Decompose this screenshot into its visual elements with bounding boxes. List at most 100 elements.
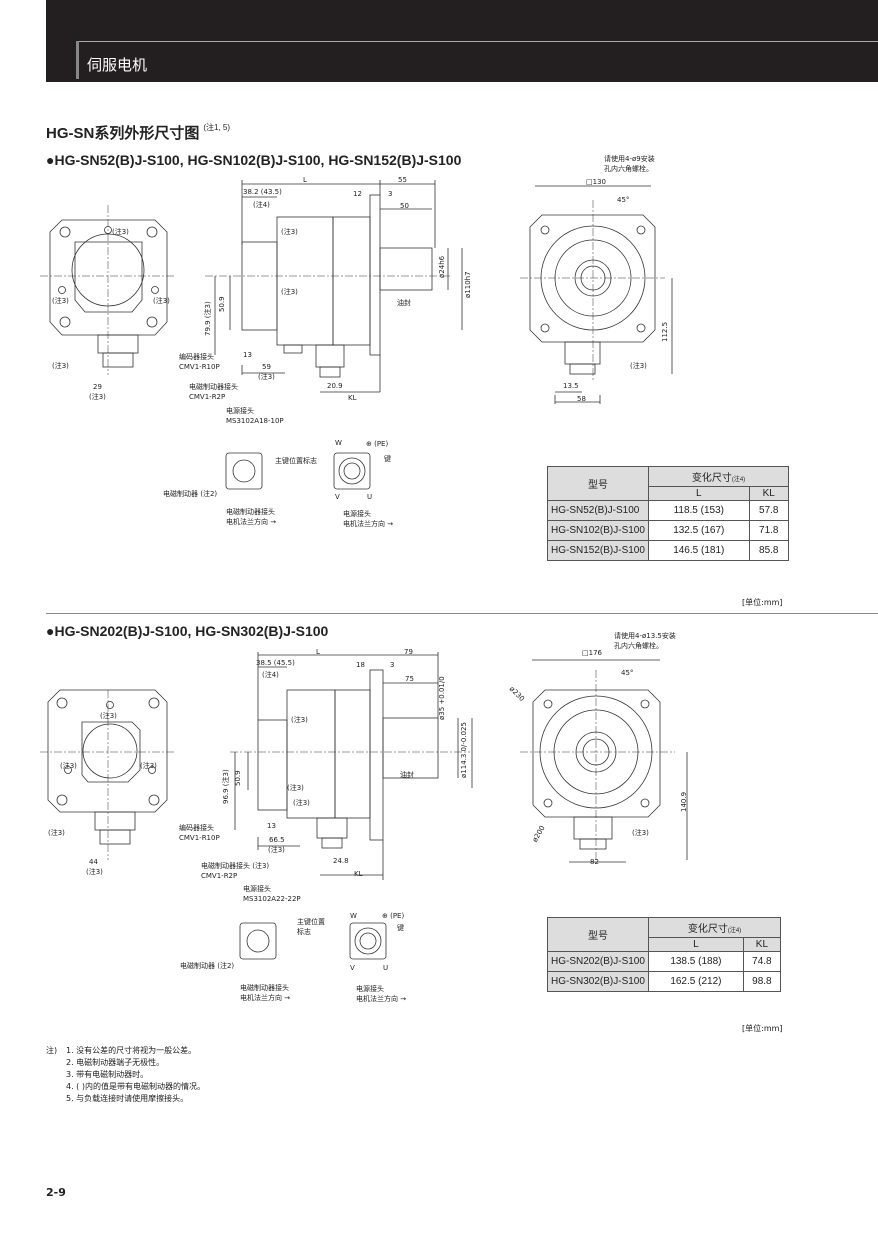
dim-L: L: [303, 176, 307, 184]
dim-KL: KL: [354, 870, 363, 878]
brake-label: 电磁制动器 (注2): [180, 962, 235, 970]
dim-50: 50: [400, 202, 409, 210]
col-L: L: [648, 937, 744, 952]
note3: (注3): [632, 829, 649, 837]
note-item: 1. 没有公差的尺寸将视为一般公差。: [66, 1046, 197, 1055]
note4: (注4): [262, 671, 279, 679]
dim-44: 44: [89, 858, 98, 866]
dim-18: 18: [356, 661, 365, 669]
col-variable-note: (注4): [731, 477, 746, 483]
dim-20-9: 20.9: [327, 382, 343, 390]
dim-shaft: ø35 +0.01/0: [438, 676, 446, 720]
dim-angle: 45°: [621, 669, 634, 677]
cell-model: HG-SN102(B)J-S100: [547, 520, 649, 541]
cell-model: HG-SN52(B)J-S100: [547, 500, 649, 521]
col-variable-text: 变化尺寸: [691, 473, 732, 484]
bolt-note-1: 请使用4-ø13.5安装: [614, 632, 676, 640]
encoder-connector-label: 编码器接头: [179, 824, 214, 832]
page-title-note: (注1, 5): [203, 123, 231, 132]
section1-connectors: [225, 452, 371, 490]
dim-12: 12: [353, 190, 362, 198]
pin-W: W: [335, 439, 342, 447]
chapter-title: 伺服电机: [87, 56, 148, 74]
note3: (注3): [100, 712, 117, 720]
note-item: 2. 电磁制动器端子无极性。: [66, 1058, 165, 1067]
power-dir-1: 电源接头: [343, 510, 371, 518]
cell-model: HG-SN152(B)J-S100: [547, 540, 649, 561]
dim-24-8: 24.8: [333, 857, 349, 865]
dim-66-5: 66.5: [269, 836, 285, 844]
dim-L: L: [316, 648, 320, 656]
brake-dir-1: 电磁制动器接头: [240, 984, 289, 992]
dim-38: 38.2 (43.5): [243, 188, 282, 196]
cell-model: HG-SN302(B)J-S100: [547, 971, 649, 992]
note3: (注3): [86, 868, 103, 876]
dim-29: 29: [93, 383, 102, 391]
dim-59: 59: [262, 363, 271, 371]
note3: (注3): [153, 297, 170, 305]
power-connector-model: MS3102A18-10P: [226, 417, 284, 425]
dim-13-5: 13.5: [563, 382, 579, 390]
section2-rear-view: [520, 659, 688, 863]
header-rule: [76, 41, 878, 42]
brake-dir-2: 电机法兰方向 →: [226, 518, 277, 526]
pin-PE: ⊕ (PE): [366, 440, 389, 448]
pin-V: V: [335, 493, 340, 501]
dim-79: 79: [404, 648, 413, 656]
col-model: 型号: [547, 466, 649, 501]
section2-heading: ●HG-SN202(B)J-S100, HG-SN302(B)J-S100: [46, 623, 329, 639]
key-position-mark-2: 标志: [297, 928, 311, 936]
dim-13: 13: [267, 822, 276, 830]
dim-3: 3: [390, 661, 395, 669]
col-L: L: [648, 486, 750, 501]
section2-front-view: [40, 689, 175, 860]
oil-seal: 油封: [400, 771, 414, 779]
cell-L: 162.5 (212): [648, 971, 744, 992]
cell-KL: 74.8: [742, 951, 782, 972]
cell-KL: 98.8: [742, 971, 782, 992]
note3: (注3): [258, 373, 275, 381]
dim-50-9: 50.9: [234, 770, 242, 786]
section2-side-view: [230, 652, 473, 880]
dim-spigot: ø114.3 0/-0.025: [460, 722, 468, 778]
dim-shaft: ø24h6: [438, 255, 446, 278]
bolt-note-1: 请使用4-ø9安装: [604, 155, 655, 163]
cell-L: 146.5 (181): [648, 540, 750, 561]
note3: (注3): [112, 228, 129, 236]
bolt-note-2: 孔内六角螺栓。: [614, 642, 663, 650]
dim-50-9: 50.9: [218, 296, 226, 312]
pin-U: U: [367, 493, 373, 501]
note3: (注3): [281, 228, 298, 236]
power-connector-model: MS3102A22-22P: [243, 895, 301, 903]
brake-connector-label: 电磁制动器接头: [189, 383, 238, 391]
key-position-mark: 主键位置标志: [275, 457, 317, 465]
pin-PE: ⊕ (PE): [382, 912, 405, 920]
pin-V: V: [350, 964, 355, 972]
page-title-text: HG-SN系列外形尺寸图: [46, 125, 200, 142]
cell-L: 118.5 (153): [648, 500, 750, 521]
page-title: HG-SN系列外形尺寸图(注1, 5): [46, 122, 230, 143]
note4: (注4): [253, 201, 270, 209]
dim-square: □176: [582, 649, 602, 657]
cell-KL: 85.8: [748, 540, 790, 561]
dim-38-5: 38.5 (45.5): [256, 659, 295, 667]
col-variable-text: 变化尺寸: [687, 924, 728, 935]
key-label: 键: [397, 924, 404, 932]
note3: (注3): [140, 762, 157, 770]
dim-spigot: ø110h7: [464, 271, 472, 298]
cell-model: HG-SN202(B)J-S100: [547, 951, 649, 972]
note3: (注3): [281, 288, 298, 296]
cell-KL: 71.8: [748, 520, 790, 541]
brake-label: 电磁制动器 (注2): [163, 490, 218, 498]
note3: (注3): [60, 762, 77, 770]
dim-55: 55: [398, 176, 407, 184]
col-model: 型号: [547, 917, 649, 952]
dim-13: 13: [243, 351, 252, 359]
cell-L: 138.5 (188): [648, 951, 744, 972]
dim-square: □130: [586, 178, 606, 186]
col-variable: 变化尺寸(注4): [648, 466, 789, 487]
unit-label: [单位:mm]: [742, 598, 783, 607]
